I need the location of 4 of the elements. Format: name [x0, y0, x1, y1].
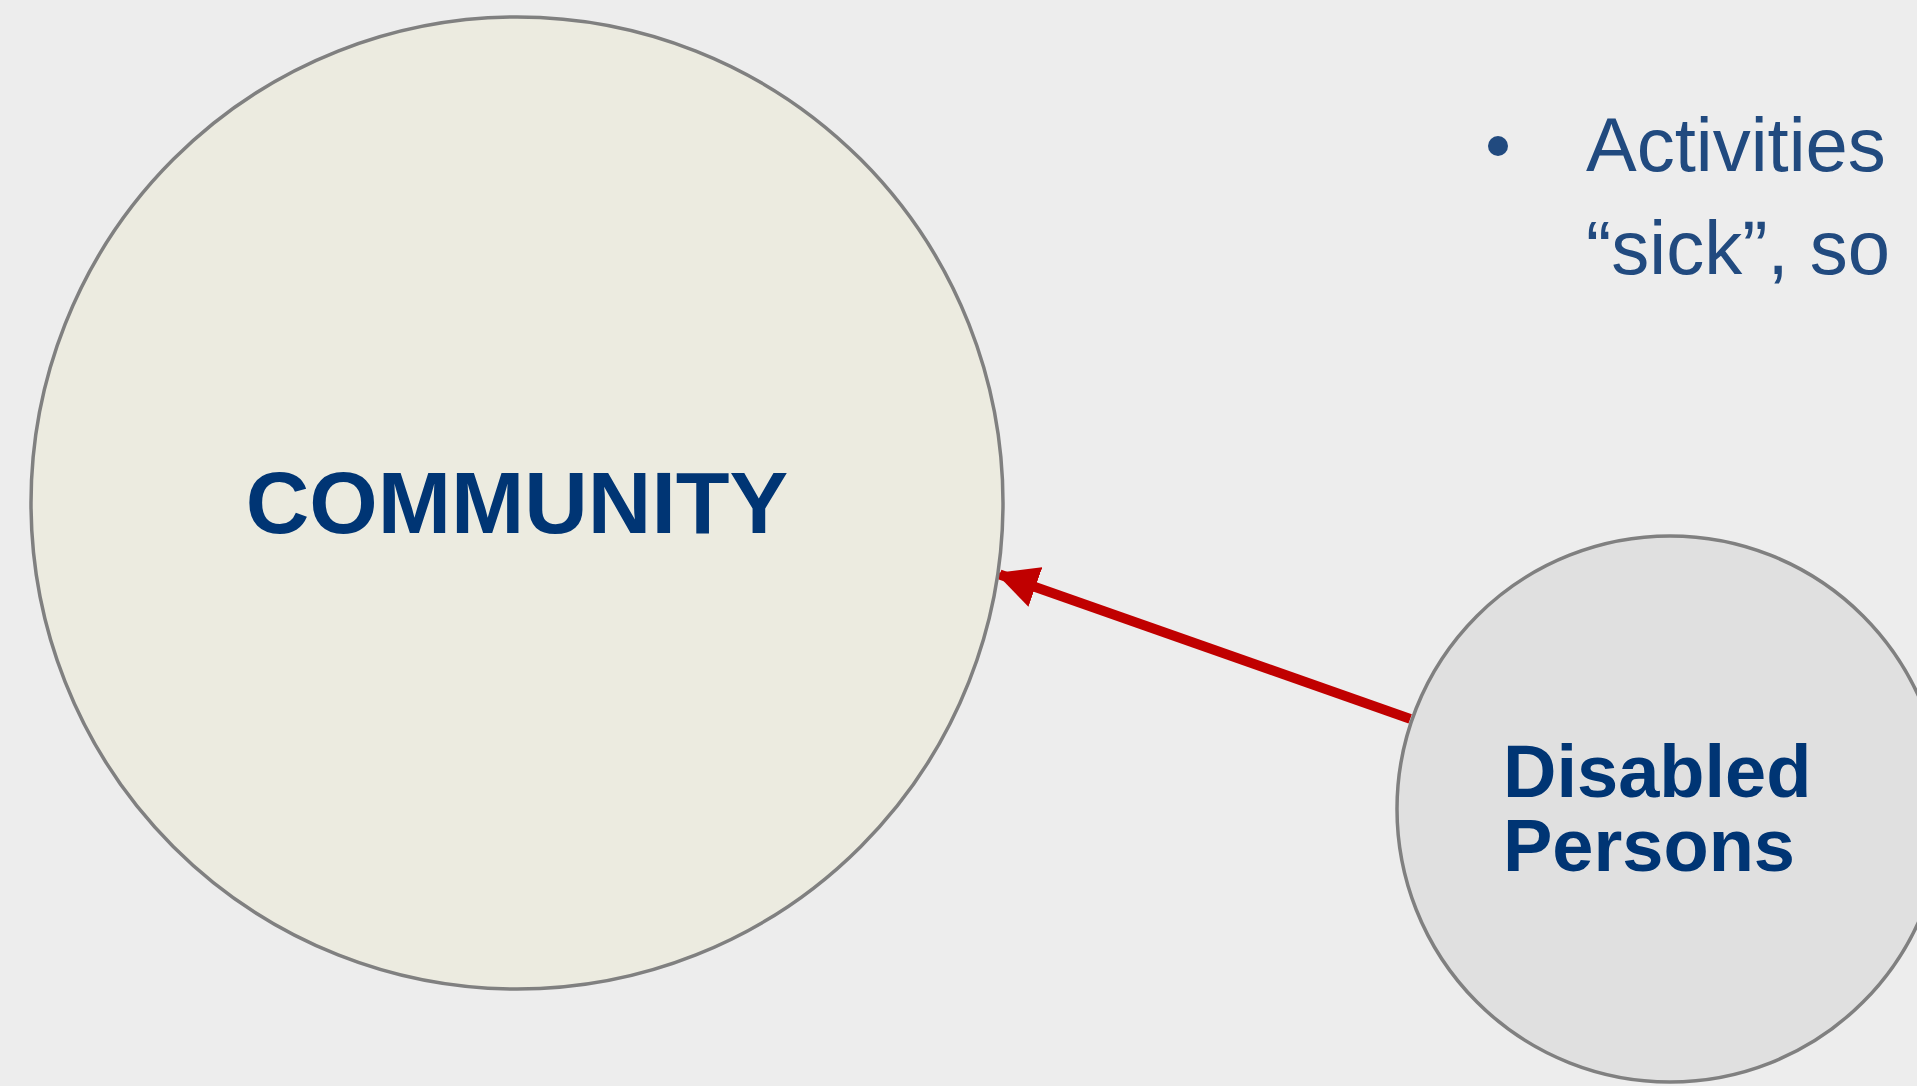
- circle-node: [29, 15, 1005, 991]
- bullet-text: Activities “sick”, so: [1586, 101, 1891, 292]
- node-label: Disabled Persons: [1503, 735, 1813, 883]
- node-label: COMMUNITY: [244, 459, 790, 547]
